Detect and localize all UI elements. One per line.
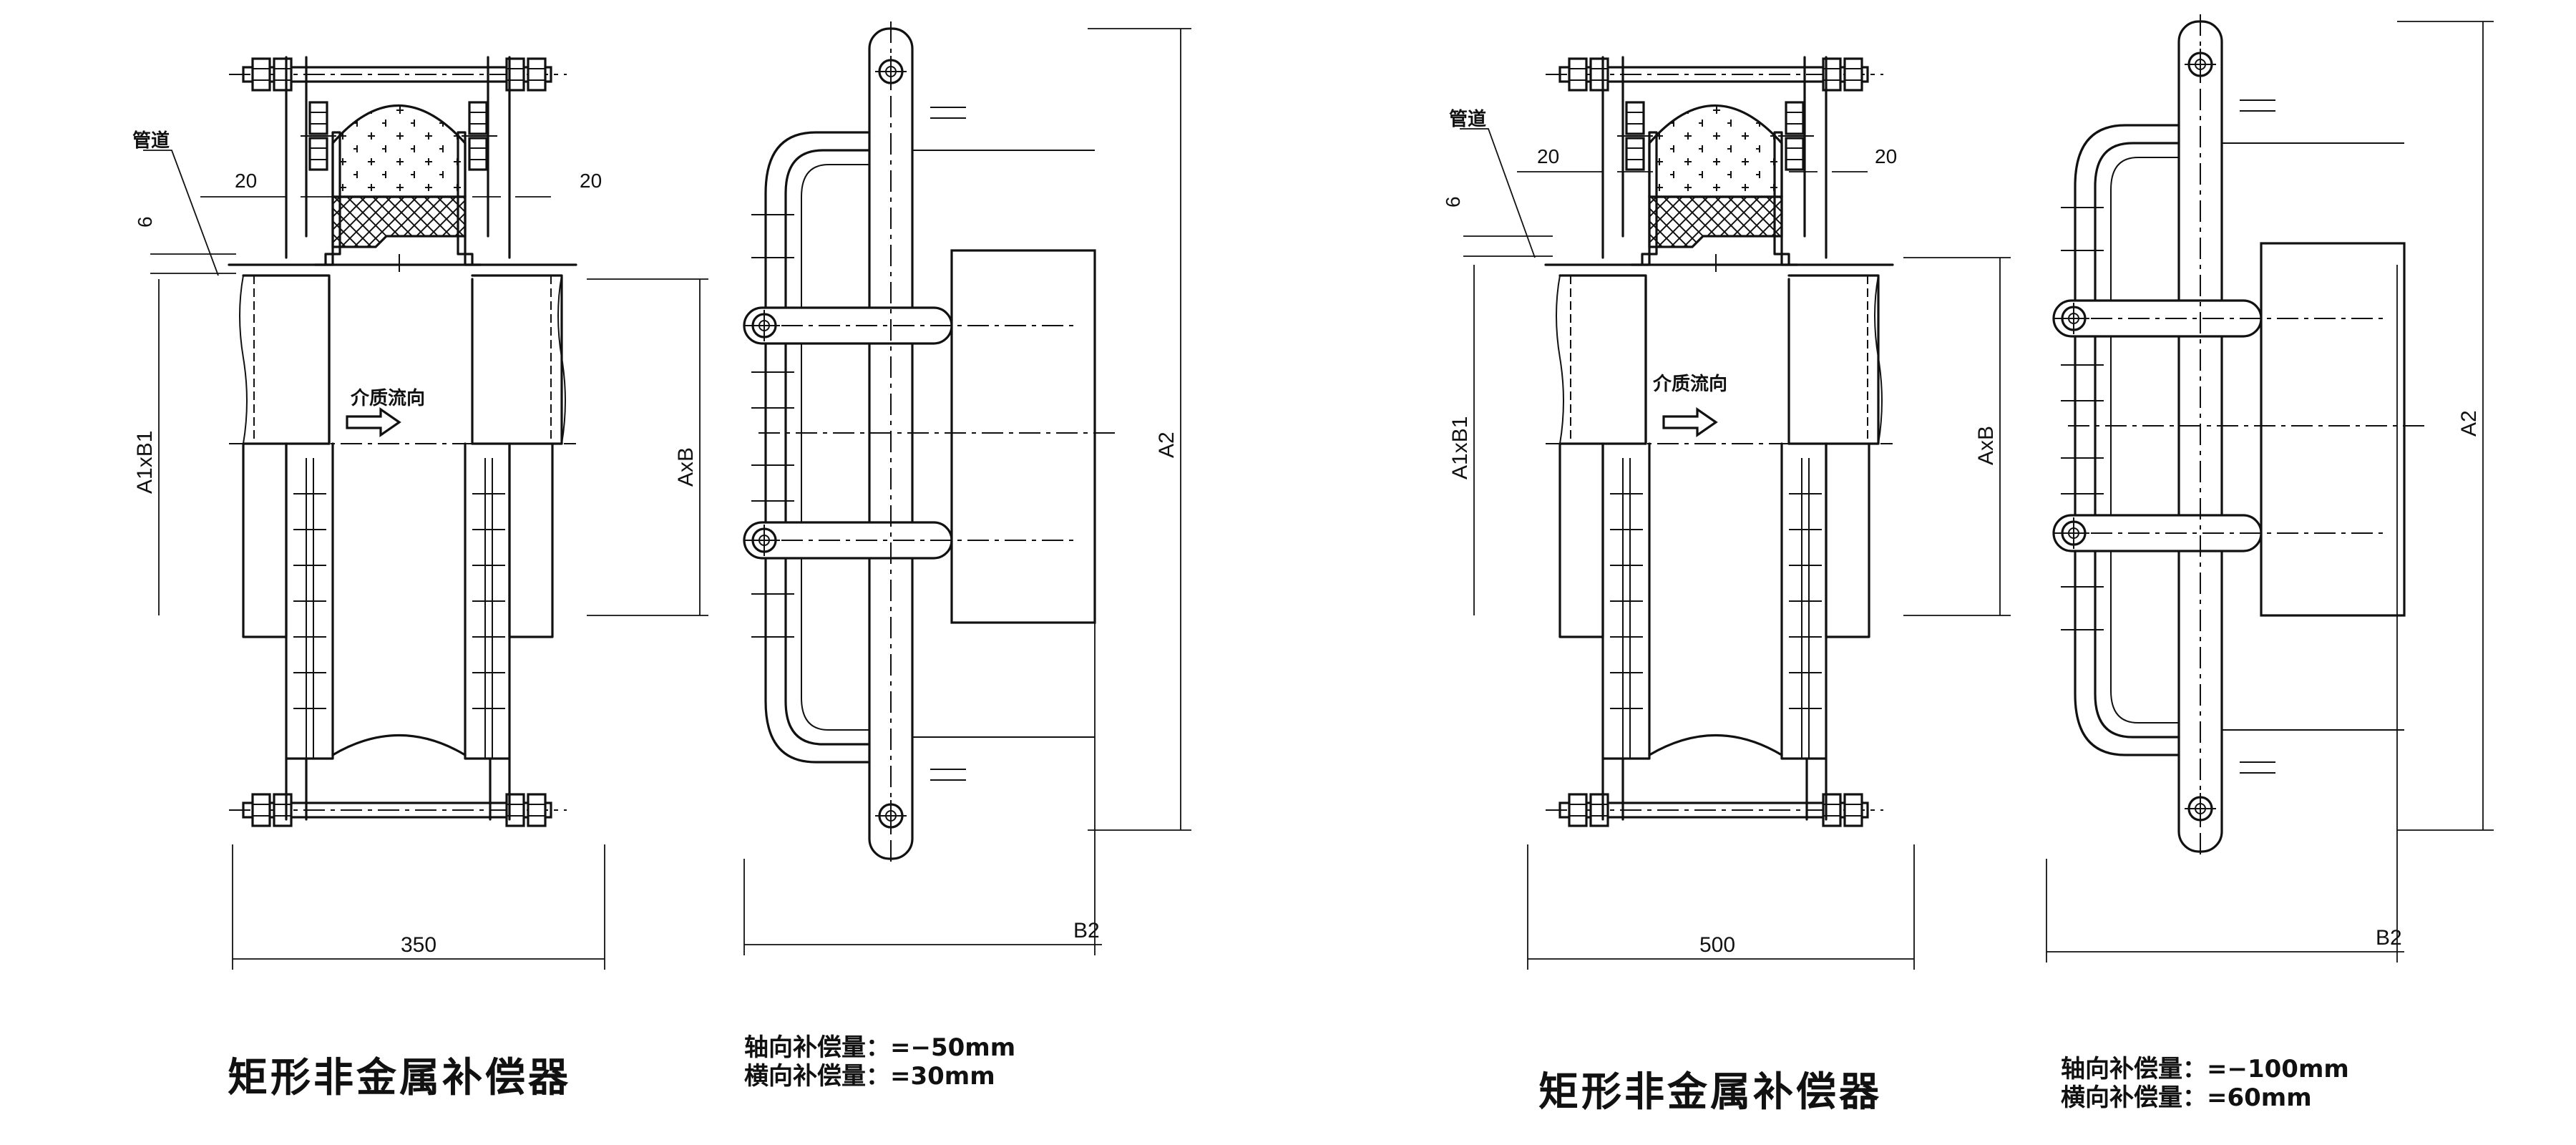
side-view-left [744,21,1116,866]
title-right: 矩形非金属补偿器 [1538,1069,1882,1116]
dim-a2-left: A2 [1155,432,1179,458]
dim-20-left-b: 20 [580,170,602,192]
lateral-comp-right: 横向补偿量：=60mm [2061,1083,2312,1112]
dim-length-left: 350 [401,933,436,957]
dim-20-right-a: 20 [1537,145,1559,167]
title-left: 矩形非金属补偿器 [228,1055,571,1101]
dim-axb-left: AxB [674,447,698,487]
lateral-comp-left: 横向补偿量：=30mm [744,1062,995,1091]
side-view-right [2054,14,2426,859]
flow-label-right: 介质流向 [1652,373,1727,395]
dim-20-right-b: 20 [1875,145,1897,167]
pipe-label-left: 管道 [132,130,170,152]
axial-comp-right: 轴向补偿量：=−100mm [2061,1055,2349,1083]
dim-a2-right: A2 [2457,410,2481,437]
axial-comp-left: 轴向补偿量：=−50mm [744,1033,1015,1062]
front-view-right [1546,57,1893,826]
dim-a1b1-right: A1xB1 [1448,416,1472,479]
dim-6-left: 6 [134,216,156,228]
front-view-left [229,57,576,826]
dimensions-left [143,28,1191,970]
panel-right: 管道 20 20 6 A1xB1 AxB A2 B2 500 介质流向 矩形非金… [1442,14,2494,1116]
flow-label-left: 介质流向 [350,387,425,409]
pipe-label-right: 管道 [1449,108,1486,130]
dim-b2-right: B2 [2376,926,2402,950]
dim-axb-right: AxB [1974,426,1998,465]
panel-left: 管道 20 20 6 A1xB1 AxB A2 B2 350 介质流向 矩形非金… [132,21,1191,1101]
dimensions-right [1460,21,2494,970]
dim-a1b1-left: A1xB1 [133,431,157,494]
dim-b2-left: B2 [1073,919,1100,942]
dim-20-left-a: 20 [235,170,257,192]
dim-6-right: 6 [1442,196,1464,208]
dim-length-right: 500 [1699,933,1735,957]
